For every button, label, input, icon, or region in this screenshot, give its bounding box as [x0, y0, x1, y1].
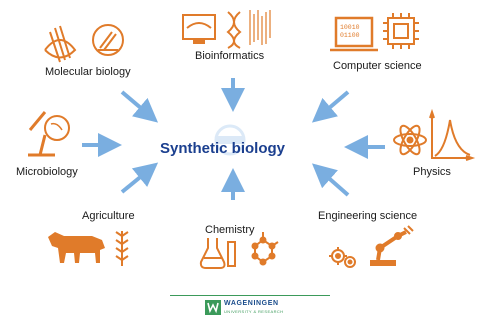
wheat-icon	[115, 231, 129, 266]
robot-arm-icon	[370, 225, 414, 266]
label-molecular-biology: Molecular biology	[45, 66, 131, 78]
dna-sequence-icon	[182, 10, 271, 49]
arrow-agriculture	[120, 162, 159, 194]
arrow-molecular	[120, 90, 159, 123]
dna-icon	[44, 25, 77, 63]
label-computer-science: Computer science	[333, 60, 422, 72]
label-physics: Physics	[413, 166, 451, 178]
binary-line-1: 10010	[340, 24, 360, 31]
molecule-icon	[251, 232, 279, 266]
flask-icon	[199, 238, 236, 269]
binary-text: 10010 01100	[340, 24, 360, 40]
arrow-computer	[311, 90, 350, 123]
institution-subtitle: UNIVERSITY & RESEARCH	[224, 309, 284, 314]
arrow-engineering	[311, 163, 350, 197]
center-emblem-icon	[214, 124, 246, 156]
footer-divider	[170, 295, 330, 296]
institution-name: WAGENINGEN	[224, 300, 279, 307]
gears-icon	[329, 247, 356, 268]
center-title: Synthetic biology	[160, 140, 286, 157]
graph-icon	[429, 108, 476, 161]
label-chemistry: Chemistry	[205, 224, 255, 236]
microscope-icon	[28, 111, 70, 157]
wur-logo-icon	[205, 300, 221, 315]
chip-icon	[383, 13, 419, 49]
label-engineering-science: Engineering science	[318, 210, 418, 222]
binary-line-2: 01100	[340, 32, 360, 39]
label-bioinformatics: Bioinformatics	[195, 50, 265, 62]
cow-icon	[48, 232, 105, 263]
laptop-icon	[330, 16, 378, 52]
microscope-cell-icon	[92, 24, 124, 56]
label-microbiology: Microbiology	[16, 166, 78, 178]
label-agriculture: Agriculture	[82, 210, 135, 222]
atom-icon	[393, 124, 427, 156]
